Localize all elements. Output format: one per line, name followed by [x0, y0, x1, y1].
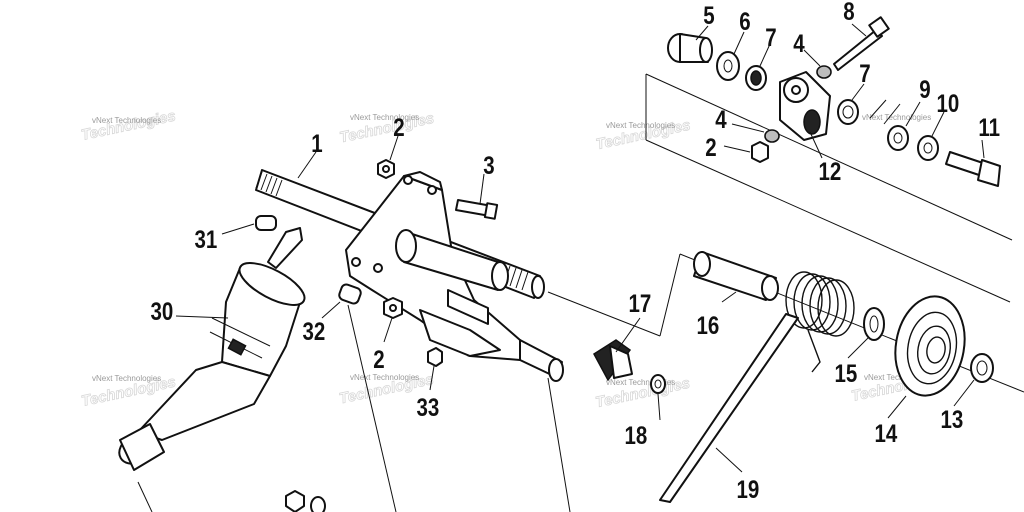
callout-17: 17	[629, 289, 652, 317]
callout-8: 8	[843, 0, 855, 25]
svg-text:Technologies: Technologies	[80, 107, 178, 144]
part-2-nut-upper	[377, 159, 395, 179]
callout-16: 16	[697, 311, 720, 339]
callout-7-right: 7	[859, 59, 870, 87]
part-16-spacer	[693, 251, 779, 301]
part-2-nut-right	[751, 141, 769, 163]
callout-32: 32	[303, 317, 326, 345]
part-4-washer-upper	[816, 65, 832, 79]
part-7-bushing-left	[745, 65, 767, 91]
part-15-washer	[863, 307, 885, 341]
callout-19: 19	[737, 475, 760, 503]
watermark-top-right: Technologies vNext Technologies	[594, 116, 692, 153]
callout-labels: 1 2 2 2 3 4 4 5 6 7 7 8 9 10 11 12 13 14…	[151, 0, 1001, 503]
callout-30: 30	[151, 297, 174, 325]
part-9-washer	[887, 125, 909, 151]
callout-18: 18	[625, 421, 648, 449]
leader-lines	[175, 23, 985, 473]
callout-9: 9	[919, 75, 930, 103]
callout-12: 12	[819, 157, 842, 185]
watermark-top-left: Technologies vNext Technologies	[79, 107, 178, 144]
callout-2-lower: 2	[373, 345, 384, 373]
watermark-top-center: Technologies vNext Technologies	[338, 109, 436, 146]
svg-text:vNext Technologies: vNext Technologies	[350, 113, 419, 122]
callout-6: 6	[739, 7, 750, 35]
svg-text:vNext Technologies: vNext Technologies	[350, 373, 419, 382]
part-17-bushing	[593, 339, 633, 382]
callout-2-upper: 2	[393, 113, 404, 141]
svg-text:vNext Technologies: vNext Technologies	[92, 116, 161, 125]
part-8-bolt	[833, 16, 890, 71]
part-32-sleeve	[338, 283, 362, 305]
part-11-bolt	[945, 151, 1001, 187]
part-33-nut	[427, 347, 443, 367]
callout-13: 13	[941, 405, 964, 433]
callout-4-upper: 4	[793, 29, 805, 57]
part-5-bushing	[667, 33, 713, 63]
callout-3: 3	[483, 151, 494, 179]
part-18-washer	[650, 374, 666, 394]
part-3-bolt	[455, 199, 499, 220]
part-6-washer	[716, 51, 740, 81]
callout-33: 33	[417, 393, 440, 421]
shock-upper-link	[267, 227, 303, 269]
svg-text:vNext Technologies: vNext Technologies	[864, 373, 933, 382]
callout-15: 15	[835, 359, 858, 387]
svg-text:vNext Technologies: vNext Technologies	[862, 113, 931, 122]
part-19-torsion-spring	[659, 271, 855, 503]
part-31-bushing	[255, 215, 277, 231]
callout-4-lower: 4	[715, 105, 727, 133]
bottom-washer	[310, 496, 326, 512]
callout-1: 1	[311, 129, 323, 157]
part-10-washer	[917, 135, 939, 161]
callout-31: 31	[195, 225, 218, 253]
callout-2-right: 2	[705, 133, 716, 161]
callout-11: 11	[978, 113, 1000, 141]
part-7-bushing-right	[837, 99, 859, 125]
watermark-far-right: vNext Technologies	[862, 113, 931, 122]
part-2-nut-lower	[383, 297, 403, 319]
svg-text:vNext Technologies: vNext Technologies	[92, 374, 161, 383]
callout-5: 5	[703, 1, 715, 29]
callout-7-left: 7	[765, 23, 776, 51]
svg-text:vNext Technologies: vNext Technologies	[606, 378, 675, 387]
svg-text:vNext Technologies: vNext Technologies	[606, 121, 675, 130]
part-4-washer-lower	[764, 129, 780, 143]
callout-10: 10	[937, 89, 960, 117]
part-30-shock-absorber	[118, 262, 306, 471]
pivot-arm-bracket	[345, 171, 564, 382]
callout-14: 14	[875, 419, 898, 447]
part-13-collar	[970, 353, 994, 383]
part-12-clevis-link	[779, 71, 831, 141]
part-14-spring-housing	[894, 295, 966, 397]
bottom-nut	[285, 490, 305, 512]
